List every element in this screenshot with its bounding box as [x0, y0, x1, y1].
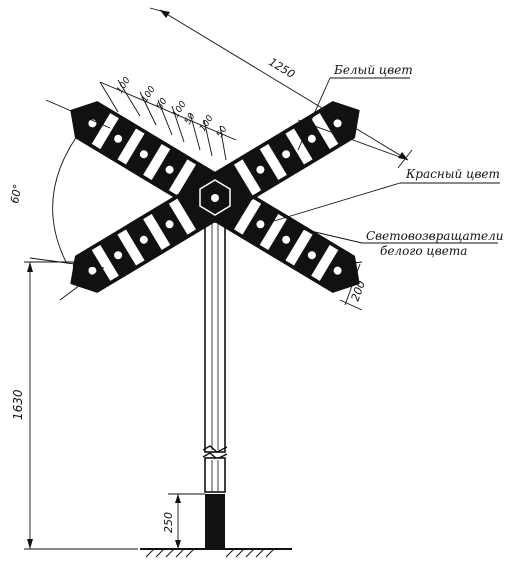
label-red-color: Красный цвет [405, 167, 500, 181]
white-stripe [168, 159, 196, 196]
white-stripe [143, 214, 171, 251]
reflector [307, 251, 316, 260]
reflector [282, 150, 291, 159]
reflector [256, 220, 265, 229]
dim-seg-4: 50 [183, 111, 198, 126]
label-white-color: Белый цвет [333, 63, 413, 77]
center-plate [199, 179, 231, 216]
white-stripe [234, 198, 262, 235]
dim-250: 250 [162, 512, 175, 533]
white-stripe [117, 128, 145, 165]
dim-seg-1: 100 [140, 84, 158, 104]
white-stripe [91, 244, 119, 281]
white-stripe [234, 159, 262, 196]
board-outline [70, 101, 360, 293]
post [202, 221, 228, 549]
reflector [139, 235, 148, 244]
reflector [307, 134, 316, 143]
label-reflectors-2: белого цвета [380, 244, 467, 258]
white-stripe [168, 198, 196, 235]
label-reflectors-1: Световозвращатели [366, 229, 503, 243]
white-stripe [285, 128, 313, 165]
dim-angle-90: 90° [88, 280, 108, 293]
reflector [114, 134, 123, 143]
reflector [114, 251, 123, 260]
reflector [165, 165, 174, 174]
reflector [256, 165, 265, 174]
post-base-black [205, 494, 225, 549]
reflector [139, 150, 148, 159]
dim-seg-6: 50 [215, 124, 230, 139]
ground [140, 548, 292, 558]
reflector [282, 235, 291, 244]
arrowheads [27, 10, 408, 549]
white-stripe [117, 229, 145, 266]
white-stripe [285, 229, 313, 266]
white-stripe [259, 214, 287, 251]
dim-1630: 1630 [11, 389, 25, 420]
white-stripe [259, 143, 287, 180]
white-stripe [143, 143, 171, 180]
dim-seg-2: 50 [155, 96, 170, 111]
reflector [88, 266, 97, 275]
reflector [333, 266, 342, 275]
white-stripe [91, 113, 119, 150]
dim-angle-60: 60° [8, 183, 24, 204]
reflector [165, 220, 174, 229]
reflector [333, 119, 342, 128]
dim-seg-0: 100 [115, 75, 133, 95]
white-stripe [311, 113, 339, 150]
dimension-lines [24, 7, 500, 550]
white-stripe [311, 244, 339, 281]
